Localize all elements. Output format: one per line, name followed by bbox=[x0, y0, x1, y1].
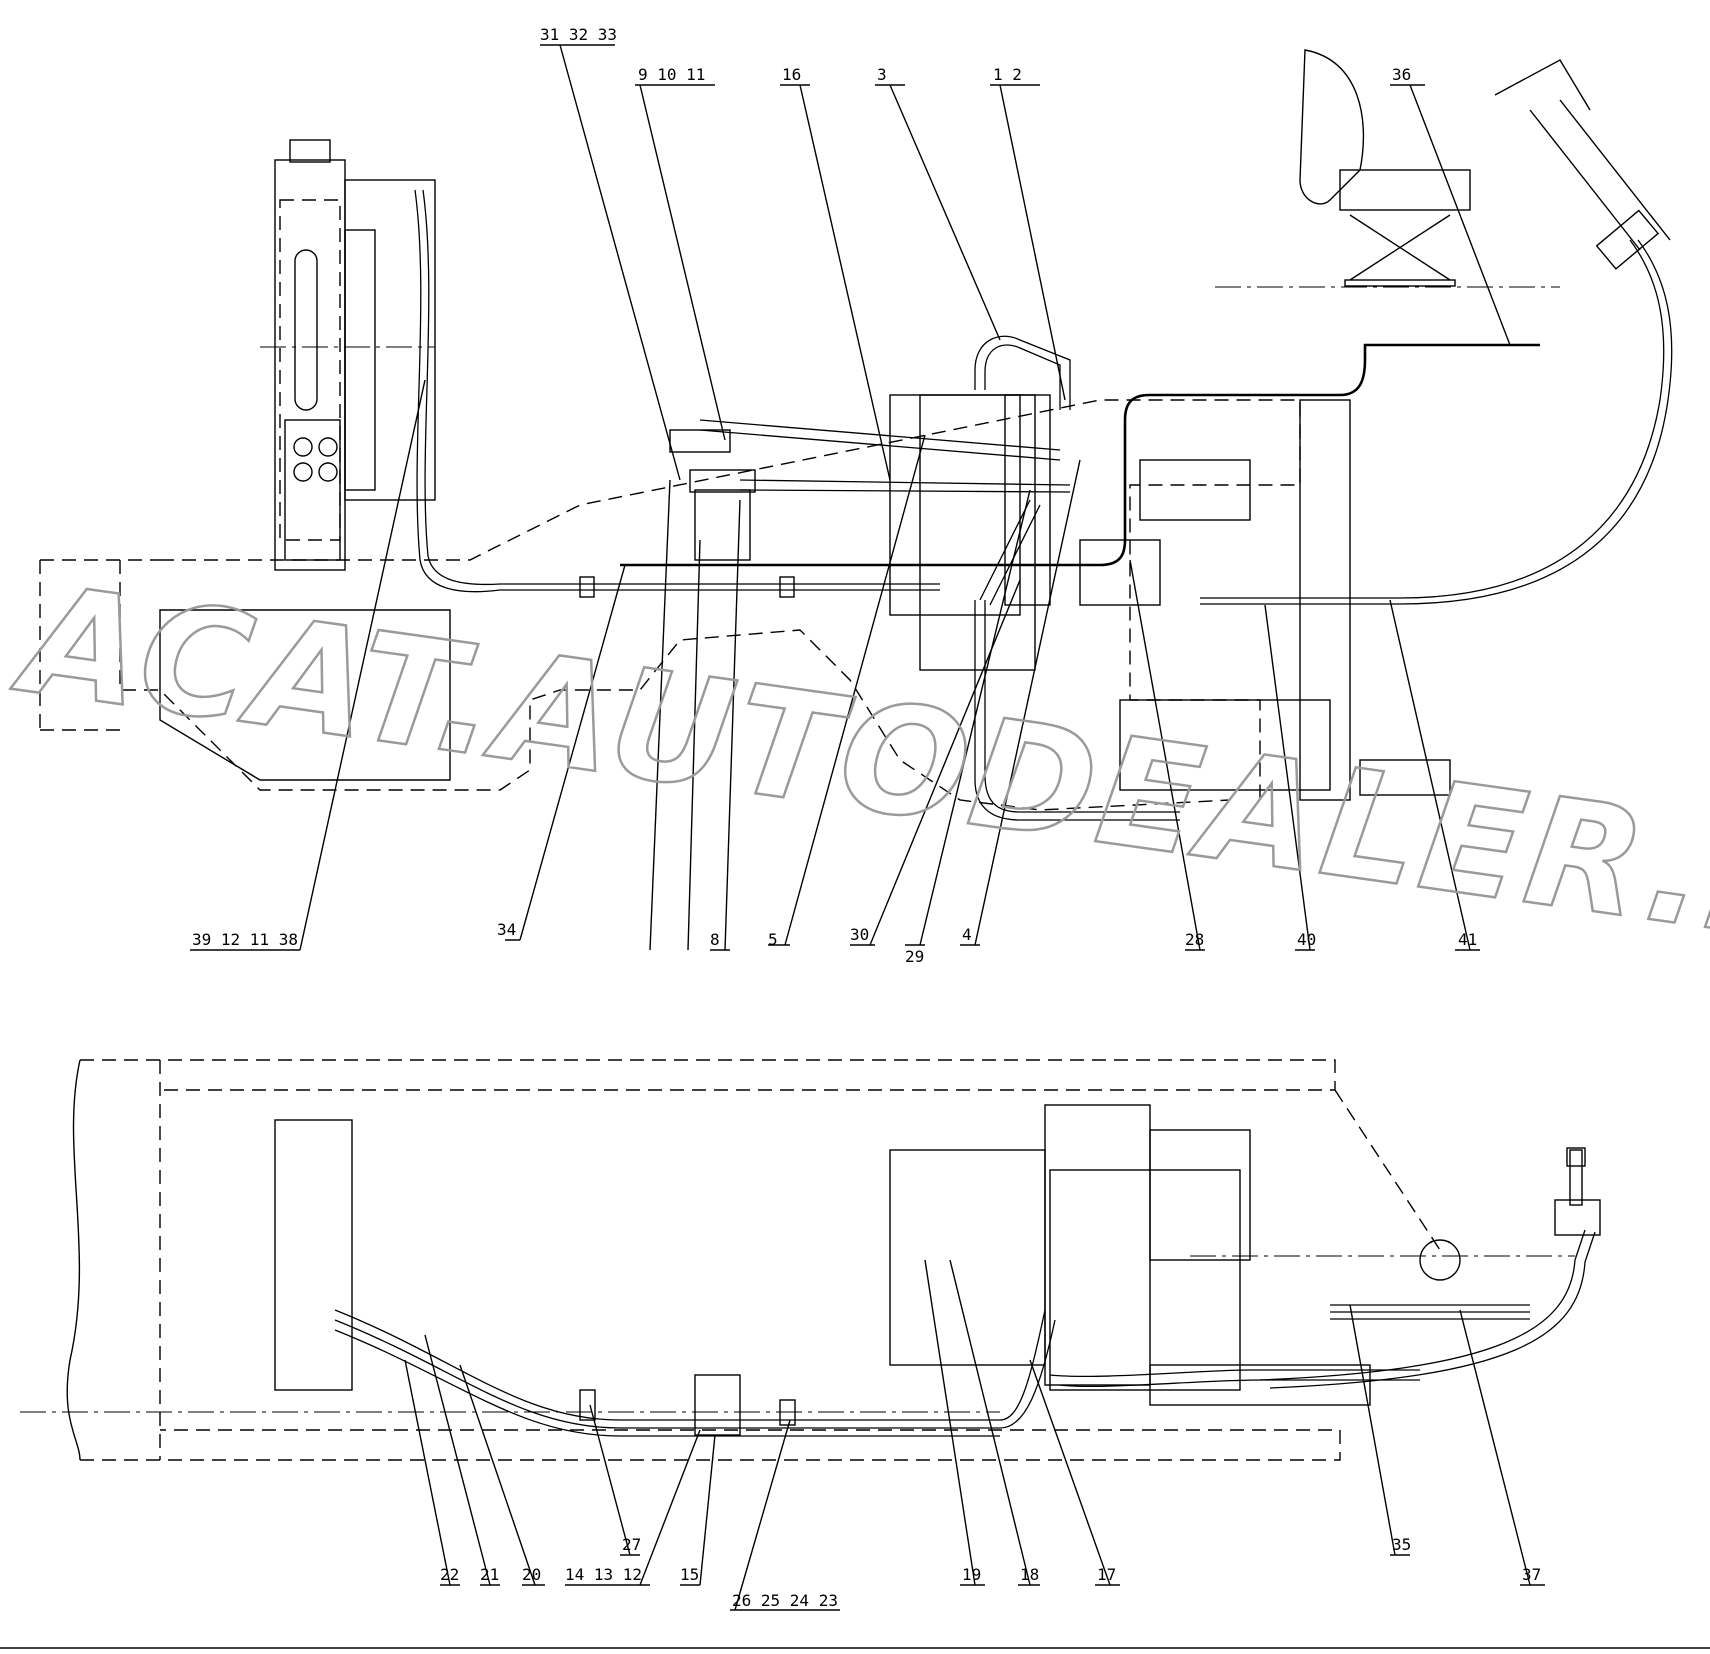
filter-side bbox=[694, 1374, 741, 1436]
callout-15: 15 bbox=[680, 1565, 699, 1584]
transmission bbox=[1079, 399, 1451, 801]
steering-hose bbox=[1200, 239, 1665, 599]
filter-housing bbox=[669, 429, 756, 561]
callout-28: 28 bbox=[1185, 930, 1204, 949]
callout-26-25-24-23: 26 25 24 23 bbox=[732, 1591, 838, 1610]
leader-lines bbox=[190, 44, 1545, 1611]
callout-27: 27 bbox=[622, 1535, 641, 1554]
steering-column bbox=[1494, 59, 1671, 270]
callout-18: 18 bbox=[1020, 1565, 1039, 1584]
callout-1-2: 1 2 bbox=[993, 65, 1022, 84]
callout-31-32-33: 31 32 33 bbox=[540, 25, 617, 44]
callout-3: 3 bbox=[877, 65, 887, 84]
callout-5: 5 bbox=[768, 930, 778, 949]
frame-outline-bottom bbox=[80, 1059, 1441, 1461]
callout-21: 21 bbox=[480, 1565, 499, 1584]
break-line bbox=[66, 1059, 81, 1461]
operator-seat bbox=[1299, 49, 1471, 287]
hose-clamp bbox=[779, 1399, 796, 1426]
callout-16: 16 bbox=[782, 65, 801, 84]
callout-9-10-11: 9 10 11 bbox=[638, 65, 705, 84]
callout-40: 40 bbox=[1297, 930, 1316, 949]
callout-39-12-11-38: 39 12 11 38 bbox=[192, 930, 298, 949]
callout-41: 41 bbox=[1458, 930, 1477, 949]
callout-30: 30 bbox=[850, 925, 869, 944]
tank-side bbox=[274, 1119, 353, 1391]
control-valve-block bbox=[889, 394, 1051, 671]
callout-4: 4 bbox=[962, 925, 972, 944]
hose-clamp bbox=[579, 1389, 596, 1421]
callout-14-13-12: 14 13 12 bbox=[565, 1565, 642, 1584]
callout-37: 37 bbox=[1522, 1565, 1541, 1584]
callout-36: 36 bbox=[1392, 65, 1411, 84]
callout-17: 17 bbox=[1097, 1565, 1116, 1584]
pressure-line bbox=[620, 343, 1540, 567]
callout-8: 8 bbox=[710, 930, 720, 949]
hose-clamp bbox=[779, 576, 795, 598]
callout-35: 35 bbox=[1392, 1535, 1411, 1554]
radiator-tank bbox=[260, 139, 436, 571]
callout-22: 22 bbox=[440, 1565, 459, 1584]
hose-clamp bbox=[579, 576, 595, 598]
engine-block bbox=[159, 609, 451, 781]
main-hose-top bbox=[414, 189, 940, 593]
callout-20: 20 bbox=[522, 1565, 541, 1584]
bottom-view bbox=[20, 1059, 1601, 1461]
callout-19: 19 bbox=[962, 1565, 981, 1584]
callout-29: 29 bbox=[905, 947, 924, 966]
callout-labels: 31 32 33 9 10 11 16 3 1 2 36 39 12 11 38… bbox=[192, 25, 1541, 1610]
steering-valve-side bbox=[1554, 1147, 1601, 1236]
callout-34: 34 bbox=[497, 920, 516, 939]
